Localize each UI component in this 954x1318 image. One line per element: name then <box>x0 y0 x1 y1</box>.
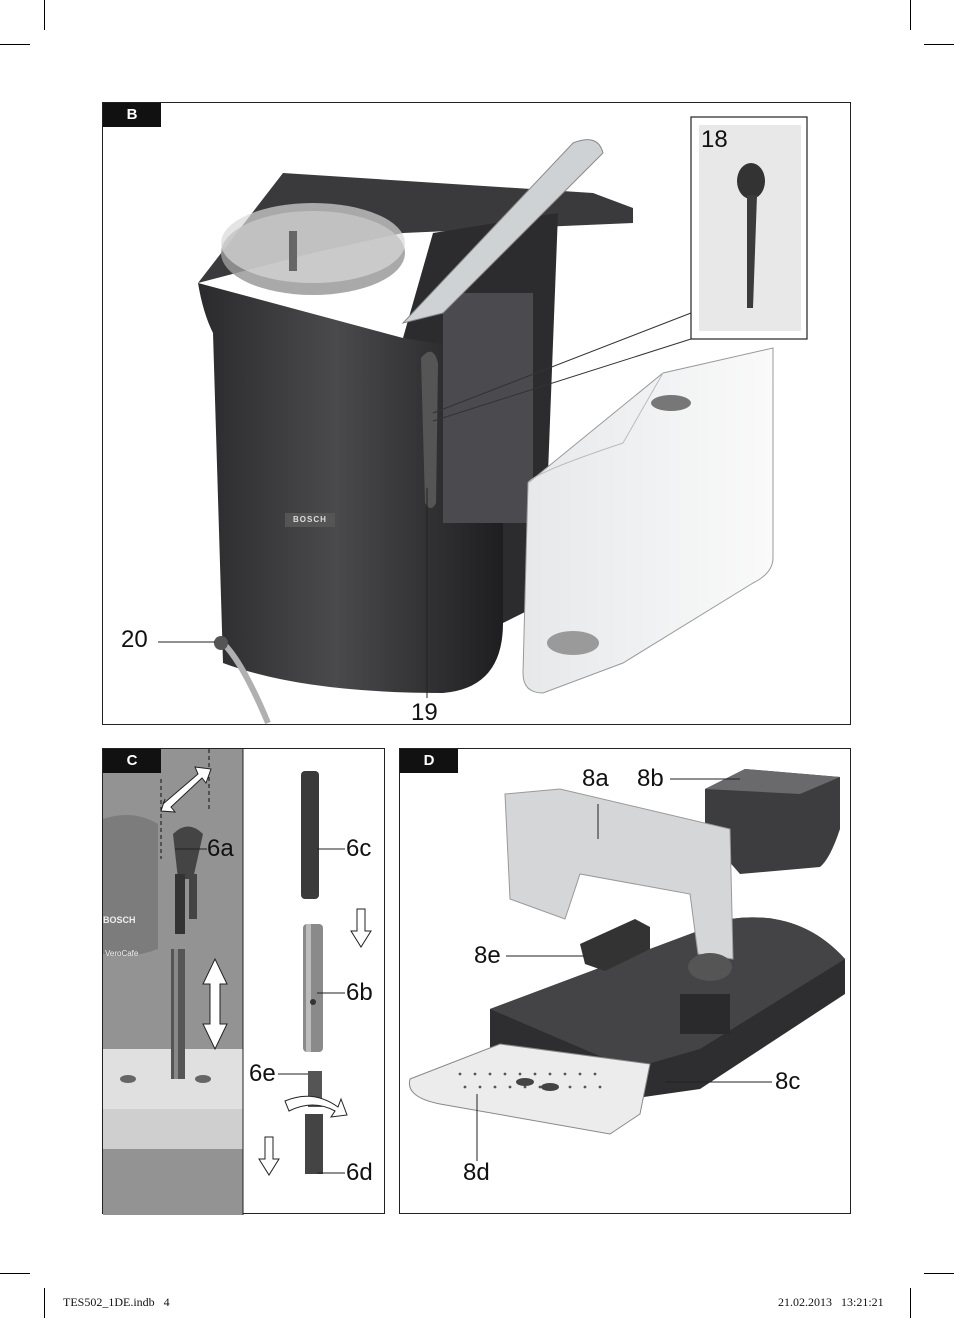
callout-8c: 8c <box>775 1068 801 1095</box>
crop-mark <box>0 44 30 45</box>
crop-mark <box>44 1288 45 1318</box>
callout-19: 19 <box>411 699 438 726</box>
coffee-machine-illustration <box>158 116 808 725</box>
panel-b: B 18 20 19 BOSCH <box>102 102 851 725</box>
model-text: VeroCafe <box>105 949 139 958</box>
callout-6d: 6d <box>346 1159 373 1186</box>
callout-6c: 6c <box>346 835 372 862</box>
brand-logo: BOSCH <box>293 515 327 524</box>
crop-mark <box>910 1288 911 1318</box>
crop-mark <box>910 0 911 30</box>
panel-c: C BOSCH VeroCafe 6a 6c 6b 6e 6d <box>102 748 385 1215</box>
crop-mark <box>924 44 954 45</box>
footer-filename: TES502_1DE.indb 4 <box>63 1295 170 1309</box>
callout-8d: 8d <box>463 1159 490 1186</box>
callout-6e: 6e <box>249 1060 276 1087</box>
callout-20: 20 <box>121 626 148 653</box>
crop-mark <box>0 1273 30 1274</box>
crop-mark <box>44 0 45 30</box>
footer-timestamp: 21.02.2013 13:21:21 <box>778 1295 884 1309</box>
callout-18: 18 <box>701 126 728 153</box>
handle-assembly-illustration <box>103 749 372 1215</box>
panel-c-tag: C <box>103 749 161 773</box>
callout-8b: 8b <box>637 765 664 792</box>
callout-6a: 6a <box>207 835 234 862</box>
panel-d: D 8a 8b 8e 8c 8d <box>399 748 851 1214</box>
callout-8e: 8e <box>474 942 501 969</box>
panel-d-tag: D <box>400 749 458 773</box>
crop-mark <box>924 1273 954 1274</box>
brand-text: BOSCH <box>103 915 136 925</box>
panel-b-tag: B <box>103 103 161 127</box>
callout-6b: 6b <box>346 979 373 1006</box>
callout-8a: 8a <box>582 765 609 792</box>
drip-tray-illustration <box>408 769 845 1161</box>
